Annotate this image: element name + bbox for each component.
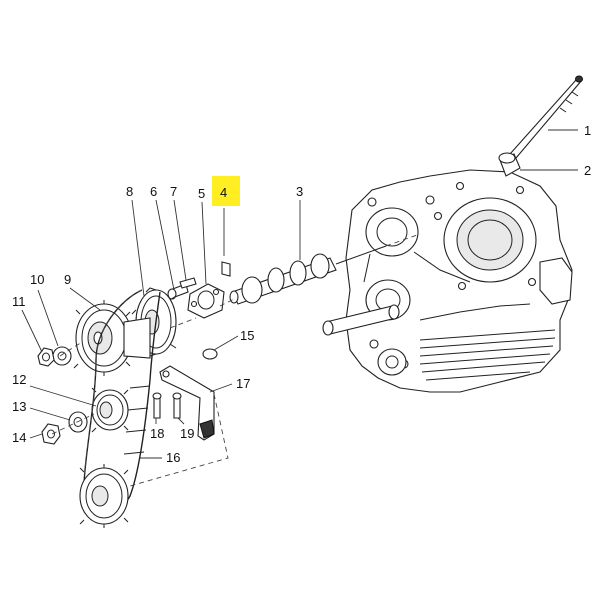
callout-15: 15 bbox=[240, 328, 254, 343]
callout-10: 10 bbox=[30, 272, 44, 287]
screw-19 bbox=[172, 392, 182, 419]
engine-block bbox=[345, 169, 573, 393]
callout-13: 13 bbox=[12, 399, 26, 414]
callout-5: 5 bbox=[198, 186, 205, 201]
callout-12: 12 bbox=[12, 372, 26, 387]
stud-bolt bbox=[509, 75, 584, 159]
assembly-guide-lines bbox=[51, 297, 237, 487]
flange-plate bbox=[187, 283, 225, 319]
callout-14: 14 bbox=[12, 430, 26, 445]
callout-4: 4 bbox=[220, 185, 227, 200]
crank-gear bbox=[91, 387, 129, 433]
callout-11: 11 bbox=[12, 294, 26, 309]
woodruff-key bbox=[221, 261, 231, 277]
callout-16: 16 bbox=[166, 450, 180, 465]
flange-bolts bbox=[167, 277, 197, 300]
washer-10 bbox=[52, 346, 72, 366]
callout-17: 17 bbox=[236, 376, 250, 391]
screw-18 bbox=[152, 392, 162, 419]
crankshaft-stub bbox=[322, 304, 400, 336]
callout-6: 6 bbox=[150, 184, 157, 199]
callout-3: 3 bbox=[296, 184, 303, 199]
callout-7: 7 bbox=[170, 184, 177, 199]
camshaft bbox=[229, 233, 421, 305]
callout-2: 2 bbox=[584, 163, 591, 178]
highlight-box bbox=[212, 176, 240, 206]
callout-8: 8 bbox=[126, 184, 133, 199]
pin-15 bbox=[202, 348, 218, 360]
callout-18: 18 bbox=[150, 426, 164, 441]
callout-19: 19 bbox=[180, 426, 194, 441]
cylinder-nut bbox=[498, 152, 521, 177]
leader-lines bbox=[21, 129, 578, 459]
nut-14 bbox=[41, 423, 61, 445]
callout-labels: 1 2 3 4 5 6 7 8 9 10 11 12 13 14 15 16 1… bbox=[12, 123, 591, 465]
lower-sprocket bbox=[79, 464, 129, 528]
nut-11 bbox=[37, 347, 55, 367]
chain-tensioner bbox=[159, 365, 215, 441]
callout-9: 9 bbox=[64, 272, 71, 287]
callout-1: 1 bbox=[584, 123, 591, 138]
